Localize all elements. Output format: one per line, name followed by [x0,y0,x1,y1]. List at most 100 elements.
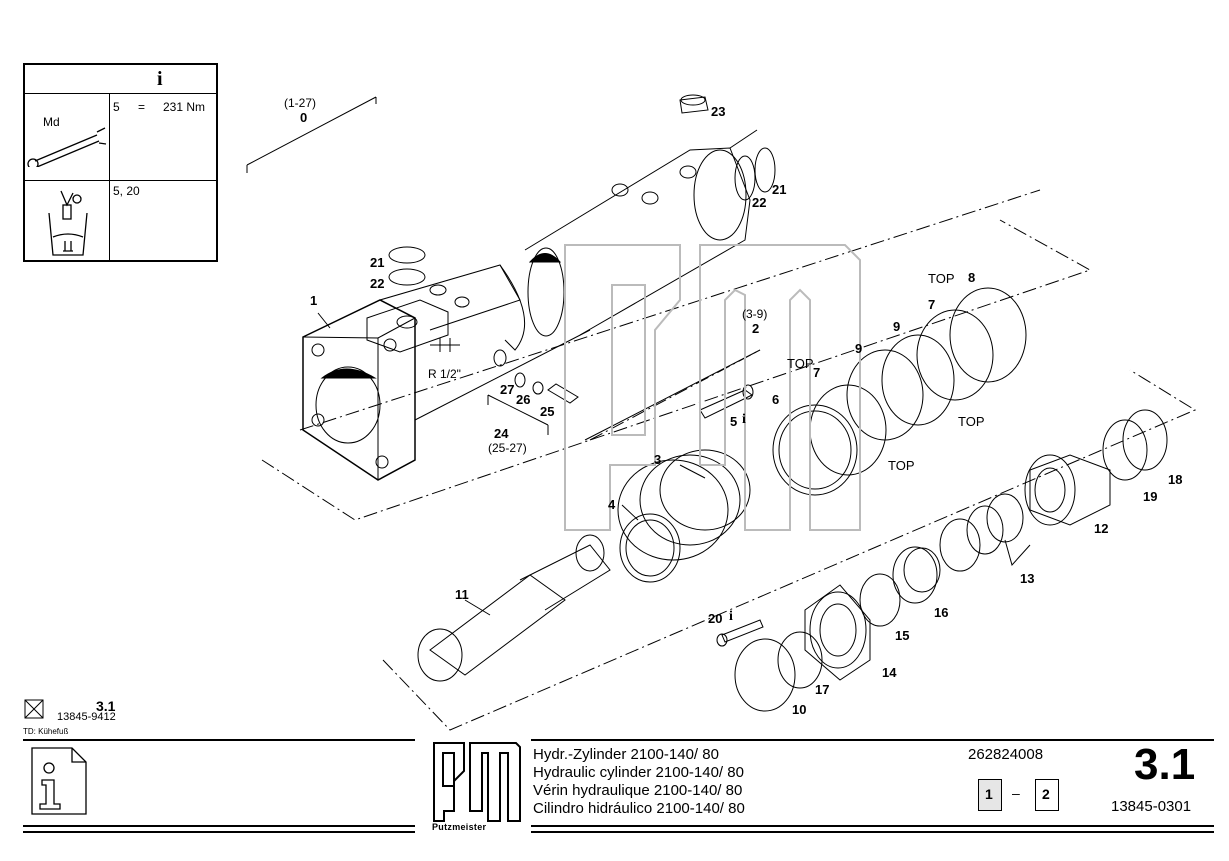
callout-0: 0 [300,110,308,125]
cylinder-tube [379,264,521,331]
pm-watermark [564,244,861,531]
callout-22-right: 22 [752,195,767,210]
part-8-ring [949,287,1027,383]
part-9-ring-b [881,334,955,426]
ring-21-right [754,147,776,193]
part-20-bolt [721,619,764,643]
part-7-ring-a [809,384,887,476]
doc-number: 13845-0301 [1111,798,1192,815]
part-11-rod [429,574,566,676]
md-label: Md [43,115,60,129]
grease-items: 5, 20 [113,184,140,198]
part-25-screw [547,383,579,404]
callout-9b: 9 [893,319,901,334]
torque-value: 231 Nm [163,100,206,114]
callout-5: 5 [730,414,738,429]
callout-26: 26 [516,392,531,407]
part-13-seal-a [939,518,981,572]
centerline-frame-upper [261,219,1092,521]
callout-12: 12 [1094,521,1109,536]
part-6-ring [772,404,858,496]
stamp-drawing-number: 13845-9412 [57,711,116,723]
callout-23: 23 [711,104,726,119]
title-en: Hydraulic cylinder 2100-140/ 80 [533,764,744,781]
callout-16: 16 [934,605,949,620]
callout-13: 13 [1020,571,1035,586]
part-7-ring-b [916,309,994,401]
port-block [366,299,449,353]
part-13-seal-b [966,505,1004,555]
grease-icon [48,190,88,256]
callout-24: 24 [494,426,509,441]
thread-label: R 1/2" [428,367,461,381]
callout-21-right: 21 [772,182,787,197]
callout-6: 6 [772,392,780,407]
callout-24-range: (25-27) [488,441,527,455]
callout-22-left: 22 [370,276,385,291]
part-3-piston [617,459,729,561]
ring-22-left [388,268,426,286]
legend-header: i [25,65,216,94]
info-icon-20: i [729,609,733,624]
top-label-4: TOP [888,458,915,473]
ring-21-left [388,246,426,264]
brand-name: Putzmeister [432,822,487,832]
callout-8: 8 [968,270,976,285]
legend-torque-row [25,93,216,181]
top-label-3: TOP [958,414,985,429]
footer-rule-right-top [531,739,1214,741]
footer-rule-right-bottom [531,825,1214,827]
info-icon-5: i [742,412,746,427]
callout-17: 17 [815,682,830,697]
callout-14: 14 [882,665,897,680]
callout-10: 10 [792,702,807,717]
callout-4: 4 [608,497,616,512]
callout-2-range: (3-9) [742,307,768,321]
crossed-box-icon [24,699,44,719]
part-5-bolt [699,389,753,419]
callout-19: 19 [1143,489,1158,504]
part-12-guide [1029,454,1111,526]
callout-7a: 7 [813,365,821,380]
callout-20: 20 [708,611,723,626]
title-es: Cilindro hidráulico 2100-140/ 80 [533,800,745,817]
bracket-assembly-0 [246,96,377,173]
title-fr: Vérin hydraulique 2100-140/ 80 [533,782,743,799]
ring-22-right [734,155,756,201]
footer-rule-left-bottom [23,825,415,827]
part-19-ring [1102,419,1148,481]
title-de: Hydr.-Zylinder 2100-140/ 80 [533,746,719,763]
page-total: 2 [1042,786,1050,802]
part-13-seal-c [986,493,1024,543]
top-label-2: TOP [928,271,955,286]
callout-11: 11 [455,587,469,602]
callout-3: 3 [654,452,662,467]
part-16-seal [892,546,938,604]
info-icon: i [157,68,163,90]
part-4-ring [619,513,681,583]
part-17-ring [777,631,823,689]
part-15-ring [859,573,901,627]
callout-27: 27 [500,382,515,397]
torque-eq: = [138,100,146,114]
stamp-td: TD: Kühefuß [23,727,69,736]
callout-7b: 7 [928,297,936,312]
centerline-frame-lower [382,369,1197,731]
part-10-ring [734,638,796,712]
torque-item: 5 [113,100,120,114]
footer-rule-left-top [23,739,415,741]
callout-25: 25 [540,404,555,419]
putzmeister-logo [432,742,521,832]
top-label-1: TOP [787,356,814,371]
page-separator: – [1012,785,1020,801]
wrench-icon [27,127,107,167]
footer-section: 3.1 [1134,740,1196,789]
cylinder-head [524,147,751,336]
part-18-ring [1122,409,1168,471]
callout-18: 18 [1168,472,1183,487]
callout-9a: 9 [855,341,863,356]
part-9-ring-a [846,349,924,441]
page-current: 1 [985,786,993,802]
flange-bore [315,366,381,444]
